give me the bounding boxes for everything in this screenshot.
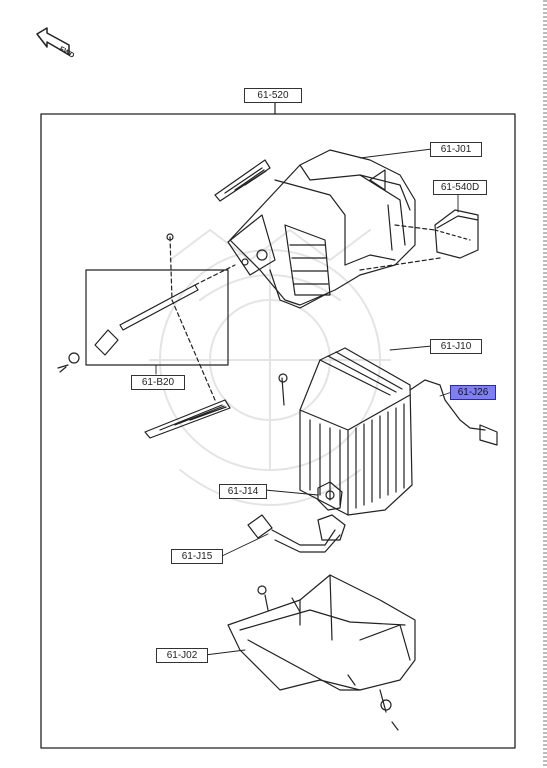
forward-arrow-icon: FWD [36, 27, 75, 60]
dash-module [394, 224, 436, 231]
page-edge-strip [543, 0, 547, 768]
callout-61-j02[interactable]: 61-J02 [156, 648, 208, 663]
valve-pipes [247, 514, 346, 553]
callout-61-j14[interactable]: 61-J14 [219, 484, 267, 499]
callout-61-j10[interactable]: 61-J10 [430, 339, 482, 354]
callout-61-j01[interactable]: 61-J01 [430, 142, 482, 157]
lower-case-drain-pan [227, 574, 416, 731]
callout-61-j15[interactable]: 61-J15 [171, 549, 223, 564]
linkage-subbox [85, 269, 229, 366]
callout-leaders [155, 148, 459, 656]
assembly-frame [40, 113, 516, 749]
lower-filter-strip [144, 399, 231, 439]
callout-61-540d[interactable]: 61-540D [433, 180, 487, 195]
callout-61-j26[interactable]: 61-J26 [450, 385, 496, 400]
callout-61-520[interactable]: 61-520 [244, 88, 302, 103]
linkage-rod [57, 233, 236, 401]
watermark-emblem [149, 229, 391, 506]
wire-harness [409, 379, 498, 446]
filter-strip [214, 159, 271, 202]
fwd-label: FWD [58, 46, 75, 60]
forward-direction-marker: FWD [35, 26, 77, 60]
expansion-block [317, 481, 343, 511]
control-module [434, 209, 479, 259]
evaporator-core [278, 347, 413, 516]
dash-module-2 [359, 257, 441, 271]
upper-case-housing [227, 149, 416, 309]
callout-61-b20[interactable]: 61-B20 [131, 375, 185, 390]
